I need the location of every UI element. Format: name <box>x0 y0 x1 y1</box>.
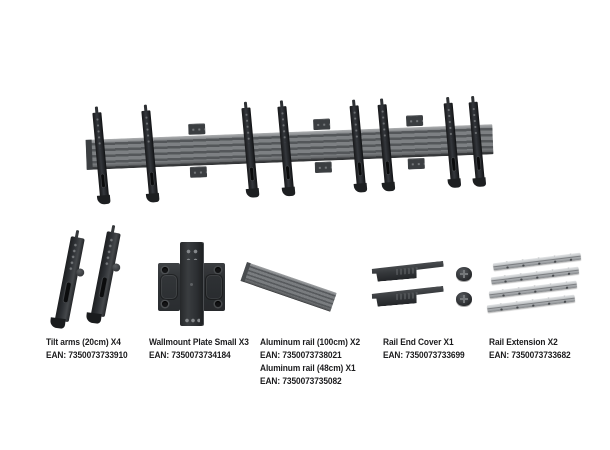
tilt-arm <box>85 224 121 325</box>
component-name: Rail End Cover X1 <box>383 337 454 348</box>
label-rail-end-cover: Rail End Cover X1 EAN: 7350073733699 <box>383 336 465 362</box>
assembly-wall-plate <box>313 118 332 173</box>
end-cover-cap <box>371 261 444 282</box>
component-ean: EAN: 7350073734184 <box>149 350 231 361</box>
plate-wing <box>158 263 180 311</box>
label-rail-extension: Rail Extension X2 EAN: 7350073733682 <box>489 336 571 362</box>
label-tilt-arms: Tilt arms (20cm) X4 EAN: 7350073733910 <box>46 336 128 362</box>
aluminum-rail-bar <box>240 262 337 312</box>
assembly-rail-end <box>85 139 93 170</box>
plate-center-strip <box>180 242 203 326</box>
component-name: Aluminum rail (48cm) X1 <box>260 363 356 374</box>
component-name: Tilt arms (20cm) X4 <box>46 337 121 348</box>
wallmount-plate-figure <box>158 242 225 328</box>
component-name: Wallmount Plate Small X3 <box>149 337 249 348</box>
end-cover-cap <box>371 286 444 307</box>
end-cover-screw <box>456 267 472 281</box>
aluminum-rail-figure <box>240 250 343 318</box>
component-name: Aluminum rail (100cm) X2 <box>260 337 361 348</box>
component-ean: EAN: 7350073733682 <box>489 350 571 361</box>
label-aluminum-rail: Aluminum rail (100cm) X2 EAN: 7350073738… <box>260 336 360 388</box>
plate-wing <box>203 263 225 311</box>
rail-end-cover-figure <box>372 258 476 320</box>
component-ean: EAN: 7350073735082 <box>260 376 342 387</box>
component-ean: EAN: 7350073733699 <box>383 350 465 361</box>
extension-bar <box>486 294 576 313</box>
tilt-arms-figure <box>44 224 132 332</box>
assembly-wall-plate <box>188 123 207 178</box>
rail-extension-figure <box>486 246 582 320</box>
tilt-arm <box>49 229 85 330</box>
component-ean: EAN: 7350073733910 <box>46 350 128 361</box>
component-name: Rail Extension X2 <box>489 337 558 348</box>
assembly-wall-plate <box>406 115 425 170</box>
end-cover-screw <box>456 292 472 306</box>
label-wallmount-plate: Wallmount Plate Small X3 EAN: 7350073734… <box>149 336 249 362</box>
rail-assembly-illustration <box>84 84 498 208</box>
component-ean: EAN: 7350073738021 <box>260 350 342 361</box>
